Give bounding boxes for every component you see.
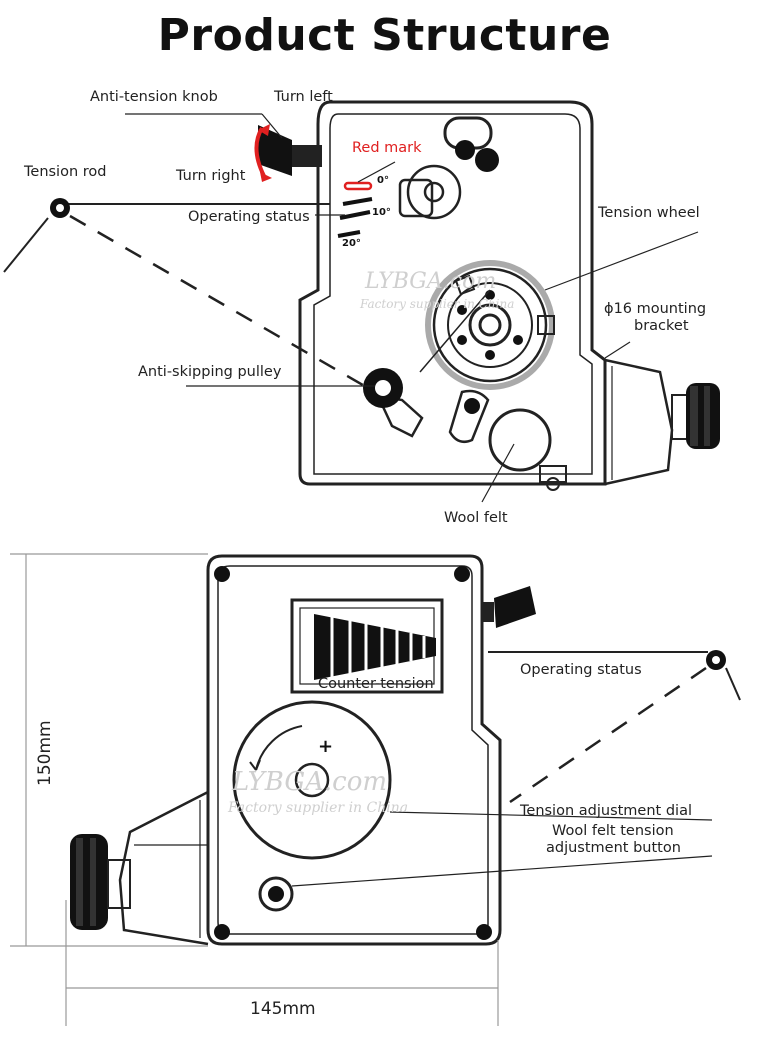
top-leaders: [125, 113, 699, 503]
tension-wheel: [425, 260, 555, 390]
tension-adjustment-dial: +: [232, 700, 392, 860]
label-tension-rod: Tension rod: [23, 164, 106, 180]
wool-felt-tension-button: [258, 876, 294, 912]
label-turn-right: Turn right: [175, 168, 246, 184]
label-wool-felt: Wool felt: [444, 510, 508, 526]
label-tension-adjustment-dial: Tension adjustment dial: [519, 803, 692, 819]
label-anti-tension-knob: Anti-tension knob: [90, 89, 218, 105]
dimension-width: 145mm: [250, 999, 316, 1019]
label-operating-status-top: Operating status: [188, 209, 310, 225]
scale-mark-0: 0°: [377, 175, 389, 186]
anti-skipping-pulley: [363, 368, 424, 438]
dimension-lines: [10, 553, 499, 1026]
watermark-bottom-line2: Factory supplier in China: [227, 800, 408, 816]
wool-felt-assembly: [448, 389, 567, 491]
label-turn-left: Turn left: [273, 89, 333, 105]
watermark-top-line2: Factory supplier in China: [359, 297, 514, 311]
bottom-leaders: [291, 811, 713, 887]
label-wool-felt-button-1: Wool felt tension: [552, 823, 674, 839]
page-title: Product Structure: [157, 10, 612, 61]
watermark-top-line1: LYBGA.com: [364, 269, 496, 294]
top-knobs: [443, 116, 499, 172]
bracket-knob-bottom: [70, 834, 131, 930]
label-wool-felt-button-2: adjustment button: [546, 840, 681, 856]
operating-status-wheel: [398, 164, 462, 220]
label-mounting-bracket-2: bracket: [634, 318, 689, 334]
tension-rod: [3, 198, 491, 390]
label-anti-skipping-pulley: Anti-skipping pulley: [138, 364, 282, 380]
label-mounting-bracket-1: ϕ16 mounting: [604, 301, 706, 317]
label-red-mark: Red mark: [352, 140, 422, 156]
corner-screws: [214, 566, 492, 940]
scale-mark-10: 10°: [372, 207, 391, 218]
label-counter-tension: Counter-tension: [318, 676, 434, 692]
watermark-bottom-line1: LYBGA.com: [231, 767, 387, 797]
label-tension-wheel: Tension wheel: [597, 205, 700, 221]
label-operating-status-bottom: Operating status: [520, 662, 642, 678]
tension-rod-bottom: [488, 650, 741, 804]
counter-tension-window: [290, 598, 444, 694]
anti-tension-knob-bottom: [482, 586, 536, 628]
dimension-height: 150mm: [35, 720, 55, 786]
scale-marks: 0° 10° 20°: [337, 175, 391, 249]
scale-mark-20: 20°: [342, 238, 361, 249]
bracket-knob: [686, 383, 720, 449]
dial-plus-sign: +: [318, 736, 333, 757]
top-device: [298, 100, 689, 486]
anti-tension-knob: [254, 124, 322, 182]
